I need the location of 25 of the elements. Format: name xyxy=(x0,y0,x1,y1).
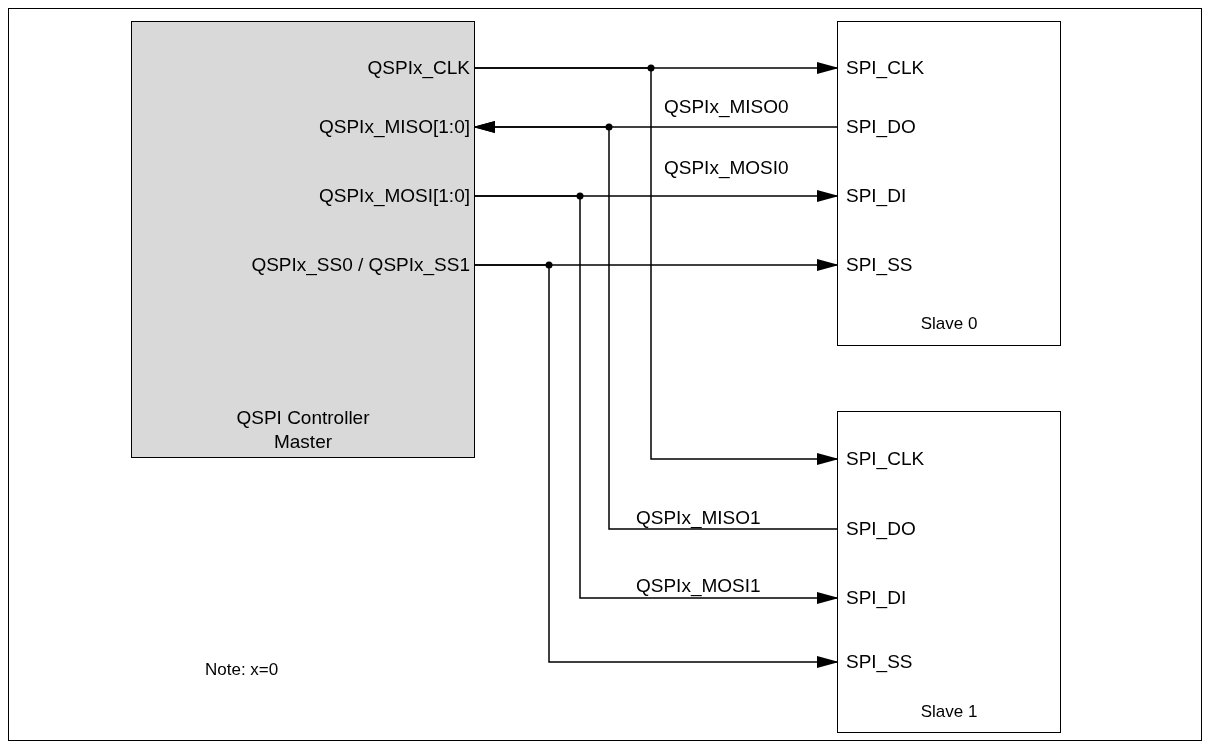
arrow xyxy=(473,264,839,668)
box-title: Slave 1 xyxy=(919,701,979,723)
pin-label: SPI_CLK xyxy=(838,446,925,471)
edge-label: QSPIx_MISO1 xyxy=(634,508,763,528)
box-title: QSPI Controller Master xyxy=(235,406,371,454)
device-box xyxy=(837,411,1061,733)
device-box xyxy=(837,21,1061,346)
controller-box xyxy=(131,21,475,458)
edge-label: QSPIx_MOSI0 xyxy=(662,158,791,178)
pin-label: QSPIx_CLK xyxy=(367,55,474,80)
pin-label: SPI_DI xyxy=(838,183,907,208)
edge-label: QSPIx_MOSI1 xyxy=(634,576,763,596)
pin-label: SPI_SS xyxy=(838,252,913,277)
arrow xyxy=(473,195,839,604)
pin-label: SPI_SS xyxy=(838,649,913,674)
arrow xyxy=(473,67,839,465)
pin-label: SPI_DI xyxy=(838,585,907,610)
box-title: Slave 0 xyxy=(919,313,979,335)
pin-label: SPI_DO xyxy=(838,516,916,541)
pin-label: QSPIx_SS0 / QSPIx_SS1 xyxy=(251,252,474,277)
pin-label: SPI_CLK xyxy=(838,55,925,80)
edge-label: QSPIx_MISO0 xyxy=(662,97,791,117)
pin-label: SPI_DO xyxy=(838,114,916,139)
pin-label: QSPIx_MOSI[1:0] xyxy=(319,183,474,208)
pin-label: QSPIx_MISO[1:0] xyxy=(319,114,474,139)
